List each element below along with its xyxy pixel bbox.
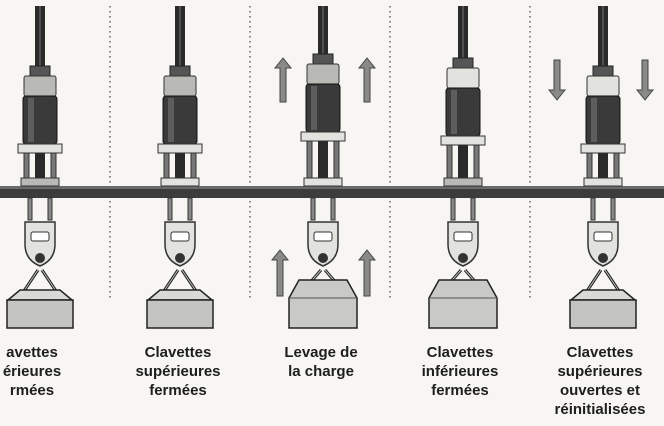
shackle-pin: [318, 253, 328, 263]
lower-anchor: [21, 178, 59, 186]
upper-anchor: [164, 76, 196, 96]
upper-anchor: [587, 76, 619, 96]
guide-rod-right: [51, 153, 56, 181]
caption-step-1-line-2: érieures: [0, 362, 97, 381]
cylinder-highlight: [28, 98, 34, 142]
caption-step-1: avettes érieures rmées: [0, 343, 97, 400]
upper-flange: [441, 136, 485, 145]
arrow-up-icon: [359, 250, 375, 296]
caption-step-1-line-1: avettes: [0, 343, 97, 362]
caption-step-3-line-2: la charge: [256, 362, 386, 381]
top-collar: [593, 66, 613, 76]
caption-step-4-line-1: Clavettes: [395, 343, 525, 362]
caption-step-2-line-1: Clavettes: [113, 343, 243, 362]
upper-flange: [581, 144, 625, 153]
guide-rod-right: [191, 153, 196, 181]
upper-anchor: [24, 76, 56, 96]
stem-right: [471, 198, 475, 220]
caption-step-2-line-3: fermées: [113, 381, 243, 400]
caption-step-5-line-2: supérieures: [535, 362, 664, 381]
guide-rod-left: [24, 153, 29, 181]
cylinder-highlight: [168, 98, 174, 142]
arrow-up-icon: [272, 250, 288, 296]
load-block: [147, 300, 213, 328]
guide-rod-left: [307, 141, 312, 181]
caption-step-5: Clavettes supérieures ouvertes et réinit…: [535, 343, 664, 419]
upper-anchor: [447, 68, 479, 88]
stem-left: [591, 198, 595, 220]
upper-flange: [18, 144, 62, 153]
guide-rod-left: [587, 153, 592, 181]
arrow-up-icon: [359, 58, 375, 102]
top-collar: [453, 58, 473, 68]
guide-rod-left: [447, 145, 452, 181]
load-top: [571, 290, 635, 300]
caption-step-2-line-2: supérieures: [113, 362, 243, 381]
stem-right: [188, 198, 192, 220]
load-block: [289, 280, 357, 328]
load-block: [429, 280, 497, 328]
load-top: [148, 290, 212, 300]
jack-unit-3: [289, 6, 357, 328]
jack-unit-1: [7, 6, 73, 328]
caption-step-4-line-3: fermées: [395, 381, 525, 400]
lower-anchor: [161, 178, 199, 186]
upper-flange: [301, 132, 345, 141]
lower-anchor: [444, 178, 482, 186]
stem-left: [311, 198, 315, 220]
lower-anchor: [584, 178, 622, 186]
caption-step-4-line-2: inférieures: [395, 362, 525, 381]
caption-step-4: Clavettes inférieures fermées: [395, 343, 525, 400]
cylinder-highlight: [451, 90, 457, 134]
stem-left: [451, 198, 455, 220]
lower-anchor: [304, 178, 342, 186]
guide-rod-right: [614, 153, 619, 181]
caption-step-5-line-1: Clavettes: [535, 343, 664, 362]
top-collar: [170, 66, 190, 76]
stem-right: [48, 198, 52, 220]
cylinder-highlight: [591, 98, 597, 142]
stem-right: [331, 198, 335, 220]
arrow-down-icon: [549, 60, 565, 100]
caption-step-2: Clavettes supérieures fermées: [113, 343, 243, 400]
caption-step-3-line-1: Levage de: [256, 343, 386, 362]
caption-step-3: Levage de la charge: [256, 343, 386, 381]
guide-rod-left: [164, 153, 169, 181]
shackle-pin: [458, 253, 468, 263]
upper-flange: [158, 144, 202, 153]
stem-right: [611, 198, 615, 220]
stem-left: [168, 198, 172, 220]
shackle-slot: [594, 232, 612, 241]
load-top: [8, 290, 72, 300]
jack-unit-5: [570, 6, 636, 328]
load-block: [7, 300, 73, 328]
cylinder-highlight: [311, 86, 317, 130]
arrow-up-icon: [275, 58, 291, 102]
top-collar: [313, 54, 333, 64]
guide-rod-right: [334, 141, 339, 181]
jack-unit-4: [429, 6, 497, 328]
shackle-slot: [314, 232, 332, 241]
shackle-slot: [171, 232, 189, 241]
upper-anchor: [307, 64, 339, 84]
shackle-slot: [454, 232, 472, 241]
shackle-slot: [31, 232, 49, 241]
load-block: [570, 300, 636, 328]
guide-rod-right: [474, 145, 479, 181]
arrow-down-icon: [637, 60, 653, 100]
caption-step-5-line-3: ouvertes et: [535, 381, 664, 400]
caption-step-1-line-3: rmées: [0, 381, 97, 400]
shackle-pin: [598, 253, 608, 263]
caption-step-5-line-4: réinitialisées: [535, 400, 664, 419]
stem-left: [28, 198, 32, 220]
shackle-pin: [35, 253, 45, 263]
top-collar: [30, 66, 50, 76]
shackle-pin: [175, 253, 185, 263]
jack-unit-2: [147, 6, 213, 328]
